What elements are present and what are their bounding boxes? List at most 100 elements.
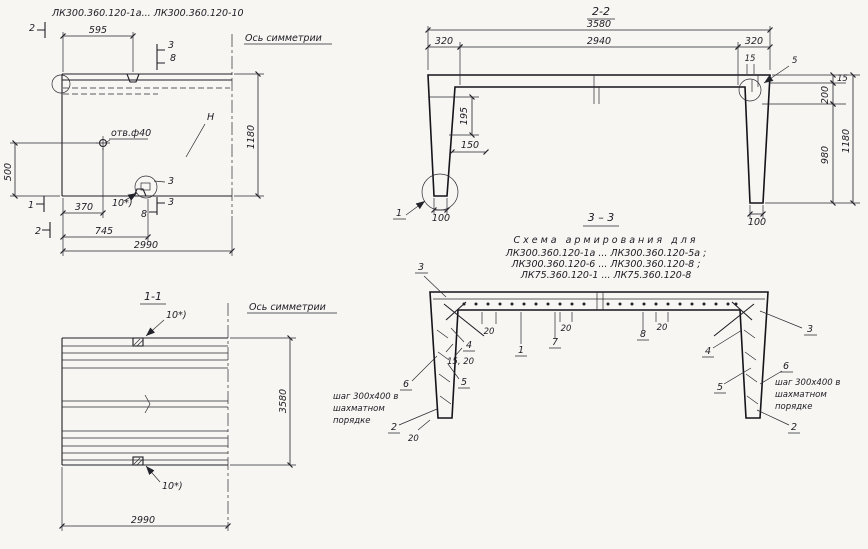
corner-bars (443, 301, 755, 337)
view-title: ЛК300.360.120-1а... ЛК300.360.120-10 (51, 8, 244, 19)
leader-5 (763, 65, 790, 84)
mark-1: 1 (518, 345, 524, 356)
section-1-1-view: 1-1 10*) Ось симметрии 3580 10*) 2990 (59, 290, 337, 531)
section-mark-1: 1 (28, 200, 34, 211)
caption-line-2: ЛК300.360.120-1а ... ЛК300.360.120-5а ; (505, 248, 707, 259)
dim-2940: 2940 (587, 36, 611, 47)
mark-4-right: 4 (705, 346, 711, 357)
dim-100-right: 100 (748, 217, 766, 228)
dim-500: 500 (3, 163, 14, 181)
mark-4-left: 4 (466, 340, 472, 351)
notch-bottom (132, 456, 144, 466)
notch-top-hatch (133, 338, 144, 347)
angle-leader-bottom (145, 465, 161, 483)
elevation-view: ЛК300.360.120-1а... ЛК300.360.120-10 Ось… (3, 8, 332, 256)
mark-6-left: 6 (403, 379, 409, 390)
note-right-line-3: порядке (775, 402, 813, 412)
angle-label: 10*) (112, 198, 133, 209)
section-flags (36, 22, 165, 238)
leaders (104, 43, 332, 183)
section-mark-3b: 3 (168, 197, 174, 208)
break-line (144, 394, 151, 414)
dim-20a: 20 (484, 327, 495, 337)
dim-2990: 2990 (134, 240, 158, 251)
n-label: Н (207, 112, 214, 123)
interior-lines (428, 75, 759, 104)
angle-leader-top (145, 319, 165, 337)
caption-line-1: Схема армирования для (513, 235, 698, 246)
section-title: 2-2 (592, 5, 610, 18)
mark-5-left: 5 (461, 377, 467, 388)
dim-1180: 1180 (841, 129, 852, 153)
plan-outline (61, 337, 228, 466)
dim-320-right: 320 (745, 36, 763, 47)
note-left-line-1: шаг 300х400 в (333, 392, 398, 402)
note-left-line-2: шахматном (333, 404, 385, 414)
section-title: 3 – 3 (588, 211, 615, 224)
dim-320-left: 320 (435, 36, 453, 47)
dim-15a: 15 (745, 54, 756, 64)
extension-lines (10, 32, 264, 256)
dim-1180: 1180 (246, 125, 257, 149)
balloon-leaders (398, 275, 803, 426)
channel-outline (429, 291, 769, 419)
detail-circle (134, 175, 158, 199)
balloon-1: 1 (396, 208, 402, 219)
dim-5: 5 (792, 56, 797, 66)
dim-200: 200 (820, 86, 831, 104)
rebar-dots (462, 302, 738, 306)
mark-2-left: 2 (391, 422, 397, 433)
mark-6-right: 6 (783, 361, 789, 372)
section-mark-2-bottom: 2 (35, 226, 41, 237)
dim-3580: 3580 (587, 19, 611, 30)
dim-20c: 20 (657, 323, 668, 333)
detail-circle-leg (421, 173, 459, 211)
angle-leader (123, 192, 138, 202)
dim-3580: 3580 (278, 389, 289, 413)
section-2-2-view: 2-2 3580 320 2940 320 15 5 15 200 980 11… (393, 5, 860, 228)
note-right-line-2: шахматном (775, 390, 827, 400)
detail-mark-3: 3 (168, 176, 174, 187)
detail-insert (140, 182, 151, 191)
angle-label-top: 10*) (166, 310, 187, 321)
plan-rib-lines (62, 345, 228, 461)
mark-5-right: 5 (717, 382, 723, 393)
mark-2-right: 2 (791, 422, 797, 433)
angle-label-bottom: 10*) (162, 481, 183, 492)
dim-745: 745 (95, 226, 113, 237)
hole-label: отв.ф40 (111, 128, 151, 139)
corner-detail-circle (51, 74, 71, 94)
hidden-lines (63, 87, 230, 95)
mark-8: 8 (640, 329, 646, 340)
section-mark-2-top: 2 (29, 23, 35, 34)
section-3-3-view: 3 – 3 Схема армирования для ЛК300.360.12… (333, 211, 840, 444)
axis-label: Ось симметрии (249, 302, 326, 313)
dim-15-20: 15, 20 (447, 357, 474, 367)
dim-20b: 20 (561, 324, 572, 334)
note-right-line-1: шаг 300х400 в (775, 378, 840, 388)
mark-3-right: 3 (807, 324, 813, 335)
section-mark-3: 3 (168, 40, 174, 51)
channel-outline (427, 74, 771, 204)
note-left-line-3: порядке (333, 416, 371, 426)
caption-line-3: ЛК300.360.120-6 ... ЛК300.360.120-8 ; (511, 259, 701, 270)
section-title: 1-1 (144, 290, 162, 303)
tick-pairs (417, 312, 669, 431)
section-mark-8: 8 (170, 53, 176, 64)
stirrup-marks (436, 329, 759, 405)
axis-label: Ось симметрии (245, 33, 322, 44)
dim-595: 595 (89, 25, 107, 36)
part-outline (61, 73, 232, 197)
hole-centerlines (96, 136, 110, 150)
dim-15b: 15 (837, 74, 848, 84)
flange-inner-line (433, 292, 765, 310)
dim-100-left: 100 (432, 213, 450, 224)
caption-line-4: ЛК75.360.120-1 ... ЛК75.360.120-8 (520, 270, 692, 281)
notch-top (132, 337, 144, 347)
section-mark-8b: 8 (141, 209, 147, 220)
leader-balloon-1 (405, 200, 426, 216)
mark-3-left: 3 (418, 262, 424, 273)
dim-20-bottom: 20 (408, 434, 419, 444)
